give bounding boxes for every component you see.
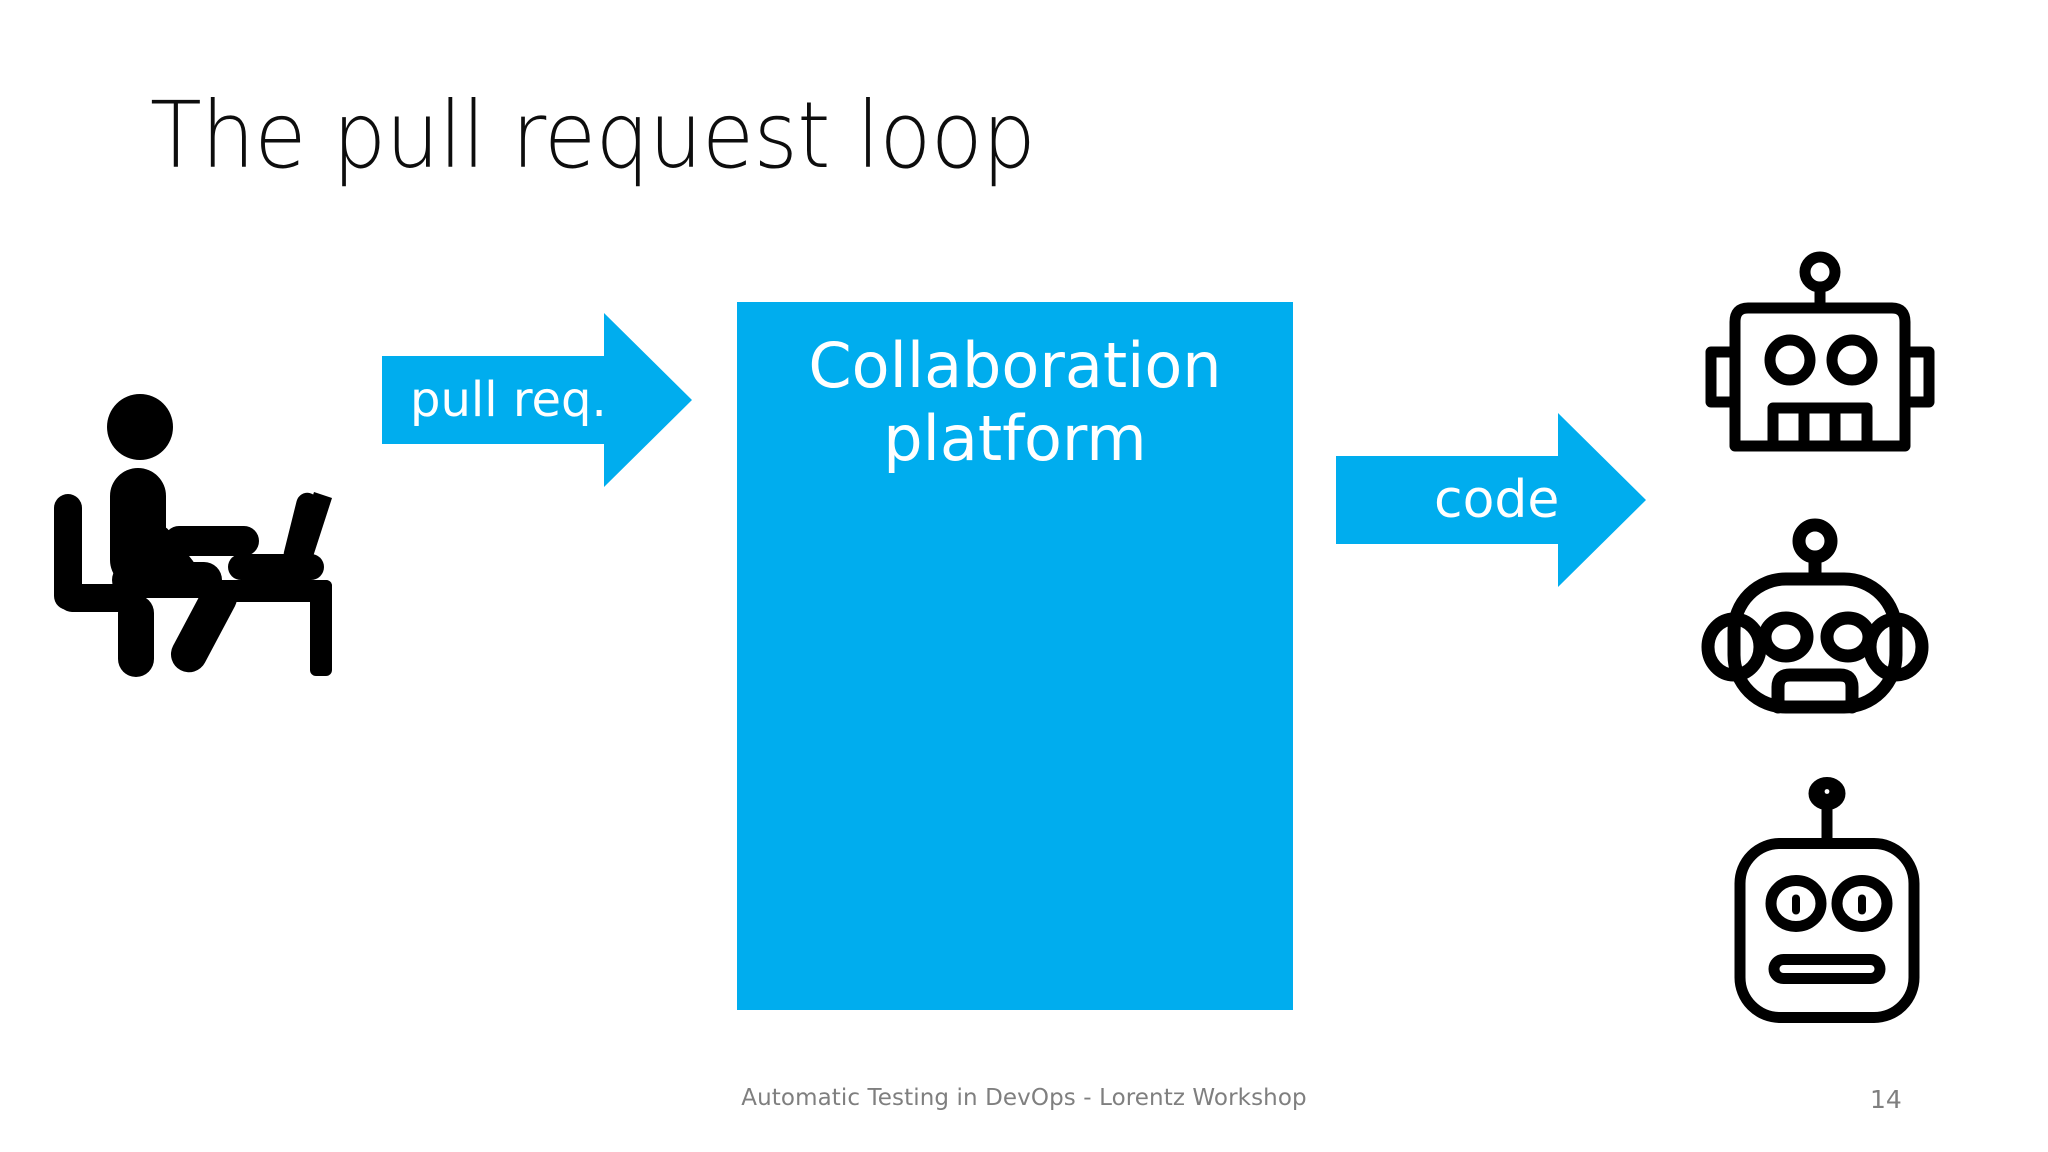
robot-square-head-teeth-icon — [1705, 238, 1935, 468]
person-at-desk-with-laptop-icon — [46, 380, 346, 680]
code-arrow-label: code — [1434, 470, 1560, 530]
pull-request-arrow-label: pull req. — [410, 372, 607, 428]
robot-round-head-open-mouth-icon — [1700, 505, 1930, 735]
collaboration-platform-box: Collaboration platform — [737, 302, 1293, 1010]
slide-number: 14 — [1870, 1085, 1902, 1114]
footer-note: Automatic Testing in DevOps - Lorentz Wo… — [741, 1085, 1307, 1111]
code-arrow: code — [1334, 405, 1654, 595]
pull-request-arrow: pull req. — [380, 305, 700, 495]
robot-rounded-square-flat-mouth-icon — [1712, 770, 1942, 1035]
collaboration-platform-label: Collaboration platform — [808, 329, 1222, 475]
page-title: The pull request loop — [150, 82, 1036, 189]
